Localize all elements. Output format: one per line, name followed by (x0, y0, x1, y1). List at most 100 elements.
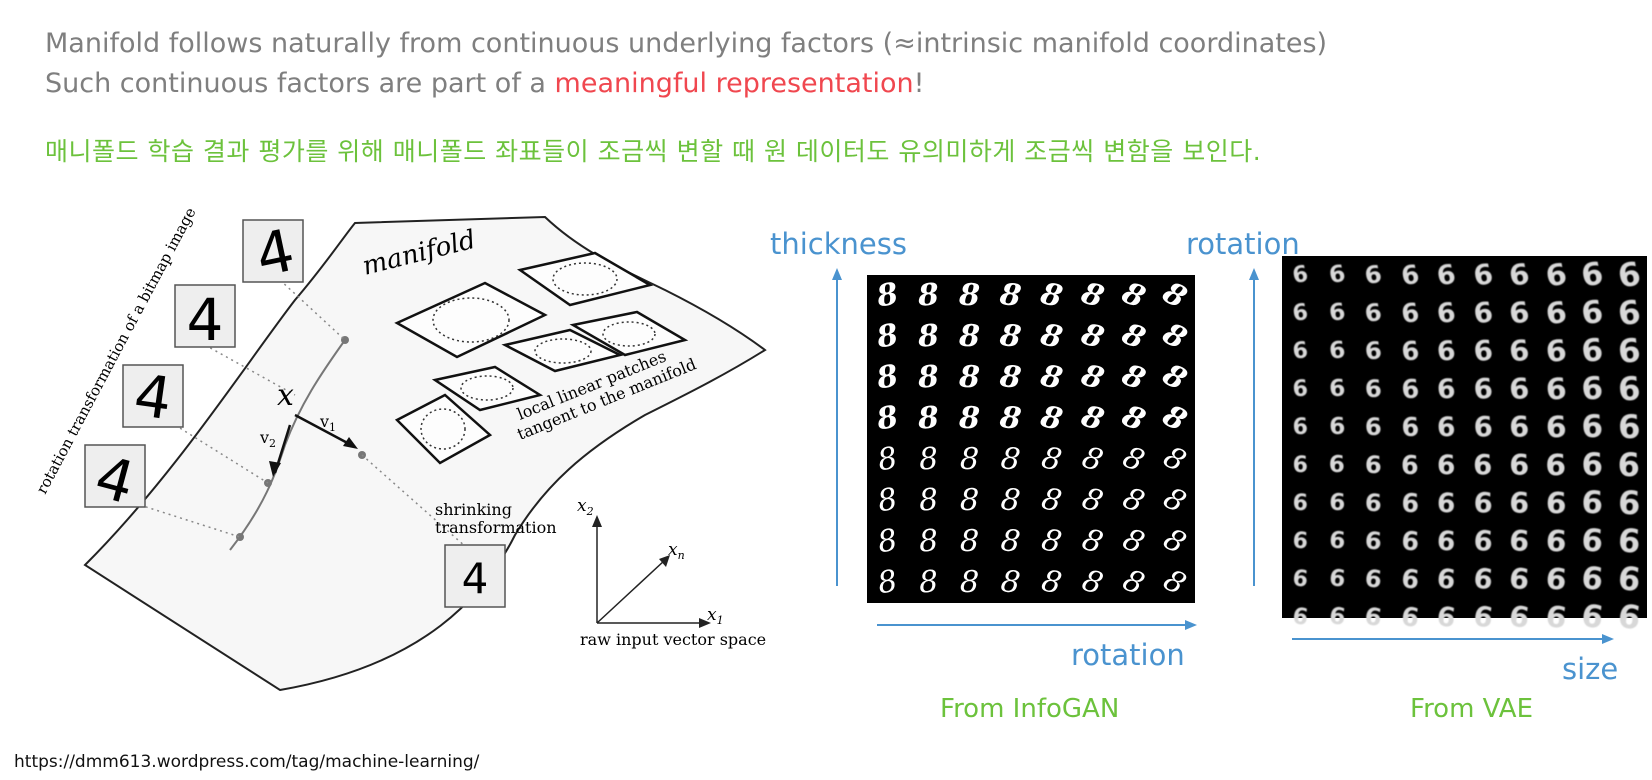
digit-cell: 8 (875, 563, 900, 602)
digit-cell: 6 (1292, 490, 1309, 516)
digit-cell: 6 (1399, 525, 1420, 557)
digit-cell: 8 (998, 440, 1023, 479)
digit-cell: 8 (917, 523, 940, 560)
digit-cell: 6 (1471, 295, 1495, 331)
digit-cell: 6 (1364, 488, 1383, 518)
digit-cell: 6 (1327, 565, 1347, 593)
shrinking-label-1: shrinking (435, 500, 512, 519)
axis-x2-label: x2 (577, 496, 594, 518)
digit-cell: 8 (1037, 399, 1066, 438)
korean-note: 매니폴드 학습 결과 평가를 위해 매니폴드 좌표들이 조금씩 변할 때 원 데… (45, 137, 1262, 166)
digit-cell: 6 (1615, 558, 1642, 600)
digit-cell: 6 (1580, 522, 1605, 560)
digit-cell: 6 (1434, 296, 1458, 330)
digit-cell: 8 (997, 276, 1024, 315)
digit-cell: 6 (1291, 375, 1309, 403)
digit-cell: 6 (1615, 292, 1643, 334)
digit-box (84, 219, 506, 608)
vae-y-arrow (1249, 268, 1259, 586)
digit-cell: 6 (1436, 411, 1456, 443)
digit-cell: 8 (959, 441, 980, 478)
digit-cell: 6 (1507, 333, 1531, 369)
digit-cell: 6 (1472, 524, 1494, 558)
digit-cell: 6 (1544, 370, 1568, 408)
digit-cell: 6 (1435, 524, 1457, 558)
digit-cell: 6 (1581, 447, 1603, 483)
v1-arrow (294, 413, 356, 449)
digit-4: 4 (187, 286, 224, 354)
axis-xn-label: xn (668, 540, 685, 562)
digit-cell: 6 (1471, 562, 1494, 596)
digit-cell: 6 (1543, 560, 1568, 598)
digit-cell: 8 (917, 482, 940, 519)
digit-cell: 6 (1437, 449, 1456, 481)
digit-cell: 6 (1328, 413, 1346, 441)
digit-cell: 8 (1038, 481, 1065, 520)
digit-cell: 6 (1328, 452, 1345, 478)
digit-cell: 6 (1292, 452, 1308, 478)
digit-cell: 6 (1362, 297, 1384, 329)
axis-x1-label: x1 (707, 605, 724, 627)
source-url[interactable]: https://dmm613.wordpress.com/tag/machine… (14, 752, 480, 772)
digit-cell: 6 (1579, 559, 1605, 599)
digit-cell: 6 (1472, 410, 1493, 444)
digit-cell: 6 (1435, 562, 1458, 596)
digit-cell: 8 (958, 359, 981, 396)
digit-cell: 6 (1615, 330, 1642, 372)
digit-cell: 8 (916, 277, 941, 314)
infogan-x-label: rotation (1071, 638, 1185, 672)
digit-cell: 6 (1363, 526, 1383, 556)
digit-cell: 8 (1157, 562, 1192, 603)
digit-cell: 6 (1398, 296, 1421, 330)
digit-cell: 8 (958, 400, 981, 437)
digit-cell: 8 (916, 318, 941, 355)
digit-cell: 6 (1617, 446, 1640, 484)
digit-cell: 8 (1037, 358, 1066, 397)
digit-cell: 8 (997, 399, 1024, 438)
header-line-2-prefix: Such continuous factors are part of a (45, 68, 555, 99)
digit-cell: 6 (1543, 332, 1568, 370)
digit-cell: 6 (1616, 483, 1641, 523)
digit-cell: 6 (1473, 449, 1493, 481)
digit-cell: 6 (1363, 336, 1384, 366)
digit-cell: 6 (1508, 409, 1530, 445)
digit-cell: 6 (1472, 372, 1494, 406)
digit-cell: 6 (1327, 527, 1346, 555)
digit-cell: 8 (917, 564, 940, 601)
digit-cell: 6 (1543, 294, 1569, 332)
digit-cell: 6 (1364, 412, 1383, 442)
digit-cell: 6 (1508, 485, 1530, 521)
infogan-caption: From InfoGAN (940, 694, 1120, 724)
digit-cell: 6 (1291, 337, 1310, 365)
digit-cell: 8 (1038, 563, 1065, 602)
digit-cell: 6 (1436, 487, 1456, 519)
local-patches (394, 251, 689, 465)
digit-cell: 8 (916, 400, 941, 437)
raw-input-caption: raw input vector space (580, 630, 766, 649)
infogan-y-label: thickness (770, 227, 907, 261)
digit-cell: 6 (1508, 523, 1531, 559)
digit-cell: 8 (959, 564, 980, 601)
digit-cell: 6 (1400, 411, 1420, 443)
digit-cell: 6 (1616, 369, 1642, 409)
digit-cell: 6 (1400, 450, 1419, 480)
infogan-y-arrow (832, 268, 842, 586)
digit-cell: 6 (1290, 299, 1310, 327)
vae-y-label: rotation (1186, 227, 1300, 261)
digit-cell: 6 (1507, 561, 1531, 597)
digit-cell: 6 (1545, 447, 1567, 483)
vae-x-label: size (1562, 652, 1619, 686)
digit-cell: 6 (1508, 371, 1531, 407)
digit-cell: 8 (998, 481, 1023, 520)
digit-cell: 8 (997, 317, 1024, 356)
digit-cell: 6 (1579, 331, 1605, 371)
digit-cell: 6 (1472, 486, 1493, 520)
digit-cell: 6 (1579, 293, 1606, 333)
digit-cell: 8 (958, 318, 981, 355)
digit-cell: 8 (1038, 522, 1065, 561)
digit-cell: 6 (1291, 565, 1310, 593)
digit-cell: 8 (958, 277, 981, 314)
shrinking-label-2: transformation (435, 518, 557, 537)
digit-cell: 8 (959, 482, 980, 519)
